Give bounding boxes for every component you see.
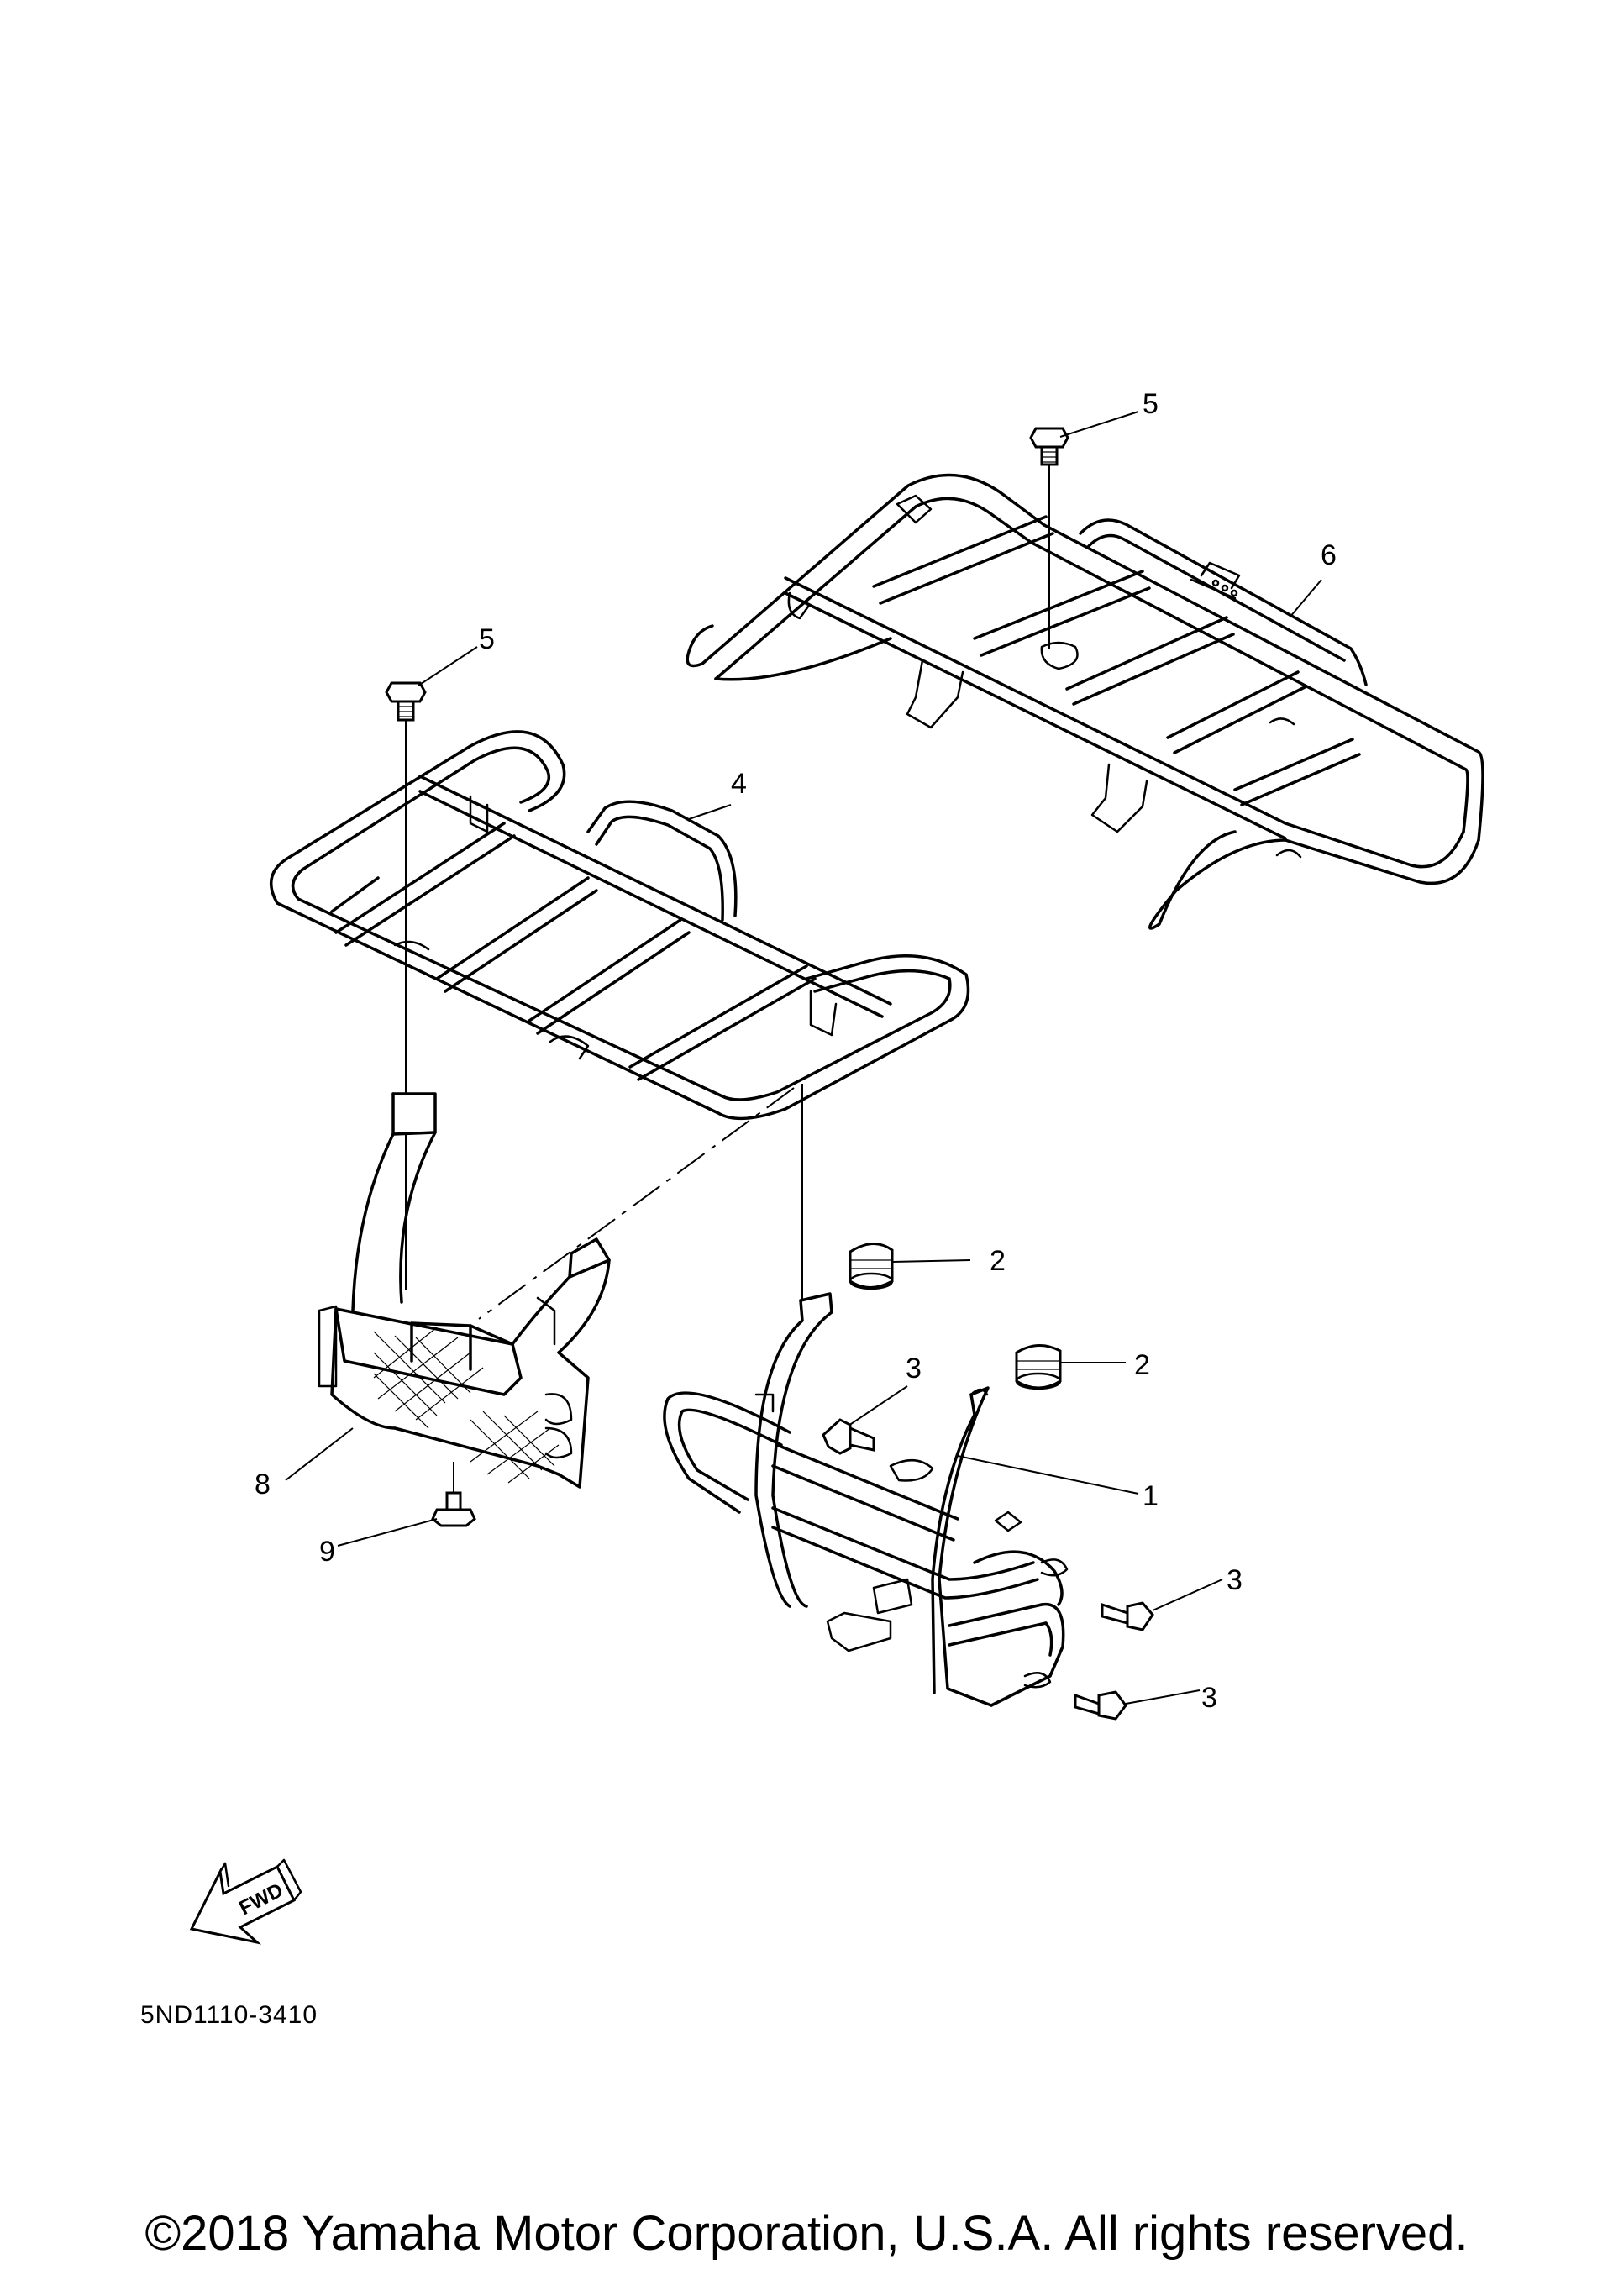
front-carrier-part-4 [270, 730, 970, 1121]
bolt-part-3-upper [822, 1418, 875, 1455]
grommet-part-2-upper [849, 1243, 894, 1290]
callout-4: 4 [731, 768, 747, 800]
callout-7: 5 [1143, 388, 1159, 420]
callout-2-upper: 2 [990, 1245, 1006, 1277]
callout-9: 9 [319, 1536, 335, 1568]
diagram-code: 5ND1110-3410 [140, 2001, 318, 2029]
leader-lines [285, 411, 1322, 1705]
bolt-part-7 [1029, 427, 1069, 466]
callout-8: 8 [255, 1468, 271, 1500]
bolt-part-5 [385, 681, 427, 722]
callout-3-upper: 3 [906, 1353, 922, 1384]
callout-5: 5 [479, 623, 495, 655]
callout-3-middle: 3 [1227, 1564, 1243, 1596]
front-guard-part-1 [663, 1292, 1069, 1707]
callout-3-lower: 3 [1201, 1682, 1217, 1714]
bolt-part-3-lower [1074, 1690, 1127, 1721]
grommet-part-2-lower [1015, 1344, 1062, 1390]
callout-2-lower: 2 [1134, 1349, 1150, 1381]
copyright-notice: ©2018 Yamaha Motor Corporation, U.S.A. A… [144, 2206, 1469, 2261]
bolt-part-3-middle [1101, 1601, 1154, 1631]
callout-labels: 5 6 5 4 2 2 3 1 3 3 8 9 [255, 388, 1337, 1714]
forward-direction-arrow: FWD [189, 1858, 302, 1945]
callout-6: 6 [1321, 539, 1337, 571]
alignment-lines [405, 465, 1050, 1493]
rear-carrier-part-6 [686, 473, 1484, 930]
callout-1: 1 [1143, 1480, 1159, 1512]
guard-bracket-part-8 [318, 1092, 611, 1489]
bolt-part-9 [431, 1491, 476, 1527]
